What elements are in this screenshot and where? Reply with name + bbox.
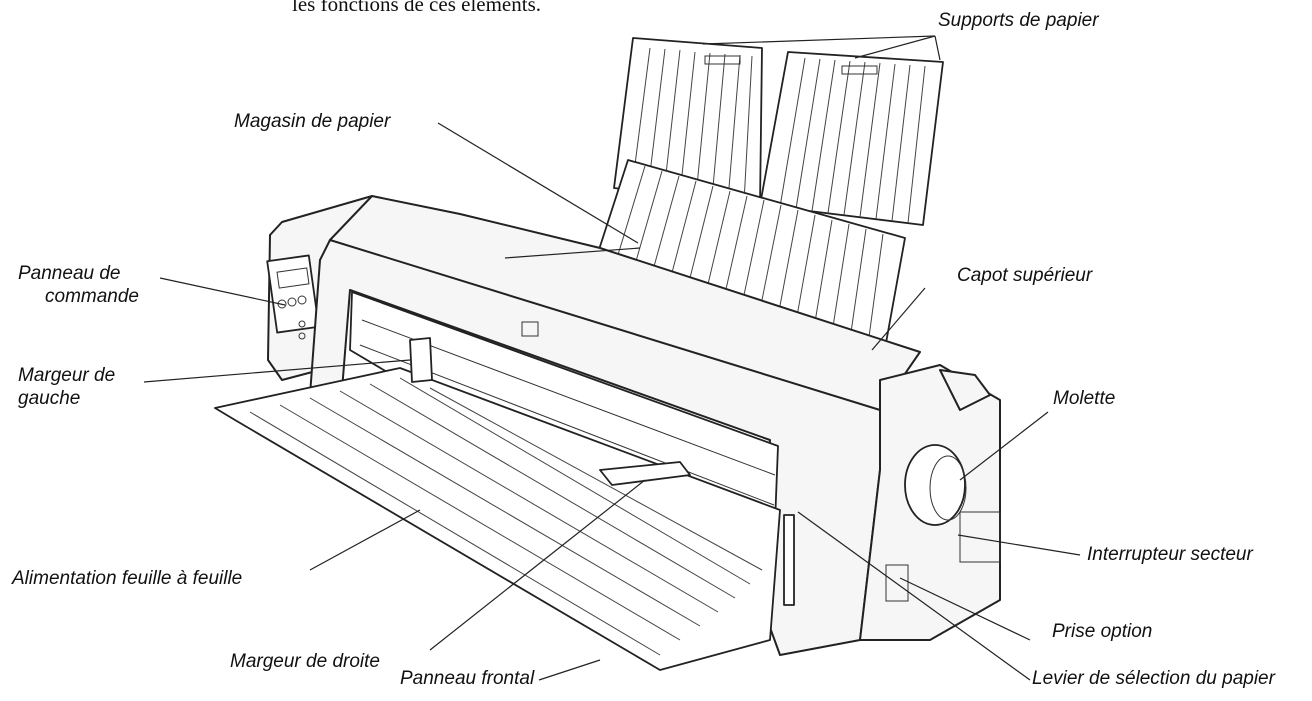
label-alimentation-feuille-a-feuille: Alimentation feuille à feuille (12, 568, 243, 589)
label-panneau-de-commande-line2: commande (45, 286, 139, 307)
label-margeur-de-gauche-line2: gauche (18, 388, 81, 409)
label-margeur-de-gauche-line1: Margeur de (18, 365, 116, 386)
label-interrupteur-secteur: Interrupteur secteur (1087, 544, 1253, 565)
label-supports-de-papier: Supports de papier (938, 10, 1099, 31)
printer-body-drawing (214, 195, 1001, 671)
paper-supports-drawing (613, 37, 944, 226)
label-capot-superieur: Capot supérieur (957, 265, 1093, 286)
leader-lines (143, 35, 1081, 681)
label-prise-option: Prise option (1052, 621, 1153, 642)
paper-magazine-drawing (594, 159, 906, 366)
label-panneau-de-commande-line1: Panneau de (18, 263, 121, 284)
label-magasin-de-papier: Magasin de papier (234, 111, 391, 132)
label-margeur-de-droite: Margeur de droite (230, 651, 380, 672)
label-panneau-frontal: Panneau frontal (400, 668, 535, 689)
label-molette: Molette (1053, 388, 1116, 409)
intro-text: les fonctions de ces éléments. (292, 0, 542, 16)
label-levier-de-selection-du-papier: Levier de sélection du papier (1032, 668, 1275, 689)
